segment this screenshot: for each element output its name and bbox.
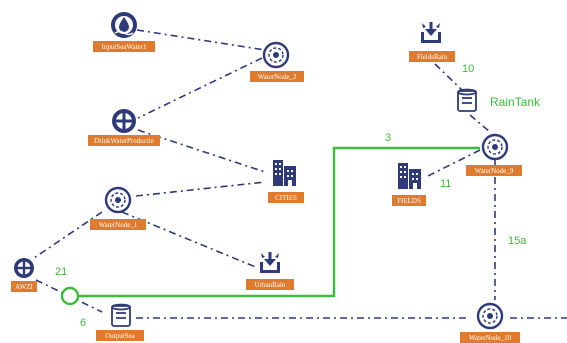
node-outputsea[interactable]: OutputSea <box>96 303 144 342</box>
edge-label-awzi-in: 21 <box>55 266 67 278</box>
node-label: WaterNode_2 <box>258 73 297 81</box>
node-waternode-2[interactable]: WaterNode_2 <box>250 41 304 82</box>
storage-tank-icon <box>111 303 131 327</box>
edge-waternode9-fields[interactable] <box>427 149 481 177</box>
edge-fieldsrain-raintank[interactable] <box>434 63 463 91</box>
edge-waternode1-urbanrain[interactable] <box>121 211 259 269</box>
node-fieldsrain[interactable]: FieldsRain <box>409 22 455 62</box>
highlight-start-marker[interactable] <box>60 286 80 306</box>
node-fields[interactable]: FIELDS <box>392 163 426 206</box>
edge-label-outputsea-in: 6 <box>80 317 86 329</box>
edge-inputseawater1-waternode2[interactable] <box>136 29 266 51</box>
node-urbanrain[interactable]: UrbanRain <box>246 252 294 290</box>
city-buildings-icon <box>273 160 296 186</box>
node-waternode-9[interactable]: WaterNode_9 <box>466 133 522 176</box>
node-label: AWZI <box>15 283 33 291</box>
water-node-icon <box>481 133 509 161</box>
node-label: WaterNode_9 <box>475 167 514 175</box>
treatment-plant-icon <box>14 258 34 278</box>
node-cities[interactable]: CITIES <box>268 160 304 203</box>
edge-waternode1-cities[interactable] <box>135 181 266 197</box>
node-label-bg <box>409 51 455 62</box>
edge-awzi-waternode9-highlight[interactable] <box>78 146 480 298</box>
raintank-side-label: RainTank <box>490 95 541 109</box>
rain-inflow-icon <box>421 22 441 43</box>
production-plant-icon <box>112 109 136 133</box>
node-label-bg <box>392 195 426 206</box>
node-label-bg <box>11 281 37 292</box>
highlight-path-layer <box>60 146 480 306</box>
node-raintank[interactable] <box>457 88 477 112</box>
rain-inflow-icon <box>260 252 280 273</box>
edge-labels-layer: 21 6 3 10 11 15a RainTank <box>55 63 541 329</box>
water-node-icon <box>104 186 132 214</box>
water-node-icon <box>476 302 504 330</box>
node-label-bg <box>246 279 294 290</box>
node-label-bg <box>93 41 155 52</box>
node-awzi[interactable]: AWZI <box>11 258 37 292</box>
edge-waternode1-awzi[interactable] <box>33 211 103 259</box>
node-label-bg <box>90 219 146 230</box>
node-label: CITIES <box>275 194 297 202</box>
node-label-bg <box>268 192 304 203</box>
node-label-bg <box>460 332 520 343</box>
node-label: DrinkWaterProductie <box>94 137 154 145</box>
node-label: InputSeaWater1 <box>102 43 147 51</box>
node-label: WaterNode_1 <box>99 221 138 229</box>
node-label-bg <box>250 71 304 82</box>
node-waternode-10[interactable]: WaterNode_10 <box>460 302 520 343</box>
storage-tank-icon <box>457 88 477 112</box>
edge-label-waternode9-fields: 11 <box>440 178 451 190</box>
edge-raintank-waternode9[interactable] <box>469 114 491 133</box>
node-label-bg <box>96 330 144 341</box>
edge-label-fieldsrain-raintank: 10 <box>462 63 474 75</box>
node-inputseawater1[interactable]: InputSeaWater1 <box>93 12 155 52</box>
edge-waternode2-drinkwaterproductie[interactable] <box>137 57 263 119</box>
edge-label-awzi-waternode9: 3 <box>385 132 391 144</box>
edge-label-waternode9-waternode10: 15a <box>508 235 527 247</box>
city-buildings-icon <box>398 163 421 189</box>
node-waternode-1[interactable]: WaterNode_1 <box>90 186 146 230</box>
node-label: UrbanRain <box>255 281 286 289</box>
node-label: WaterNode_10 <box>469 334 512 342</box>
node-label: FIELDS <box>397 197 421 205</box>
node-label: OutputSea <box>105 332 135 340</box>
water-source-icon <box>111 12 137 38</box>
node-drinkwaterproductie[interactable]: DrinkWaterProductie <box>88 109 160 146</box>
node-label-bg <box>88 135 160 146</box>
node-label: FieldsRain <box>417 53 448 61</box>
water-node-icon <box>262 41 290 69</box>
node-label-bg <box>466 165 522 176</box>
